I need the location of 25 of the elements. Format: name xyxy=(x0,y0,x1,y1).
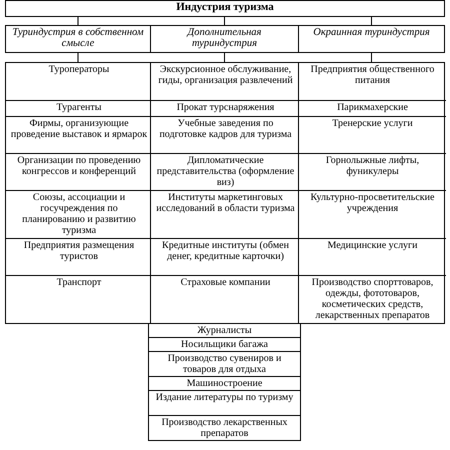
item-box: Производство сувениров и товаров для отдыха xyxy=(148,351,301,377)
category-box: Дополнительная туриндустрия xyxy=(150,25,299,53)
table-column xyxy=(298,62,445,324)
category-box: Окраинная туриндустрия xyxy=(298,25,445,53)
item-box: Производство лекарственных препаратов xyxy=(148,415,301,441)
connector-line xyxy=(224,16,225,26)
item-box: Журналисты xyxy=(148,323,301,338)
table-cell: Туроператоры xyxy=(6,63,152,100)
title-box: Индустрия туризма xyxy=(5,0,445,17)
item-box: Носильщики багажа xyxy=(148,337,301,352)
connector-line xyxy=(371,52,372,62)
table-cell: Экскурсионное обслуживание, гиды, организация развлечений xyxy=(151,63,300,100)
item-box: Машиностроение xyxy=(148,376,301,391)
table-column xyxy=(5,62,151,324)
table-cell: Тренерские услуги xyxy=(299,116,446,153)
table-cell: Медицинские услуги xyxy=(299,238,446,275)
table-cell: Производство спорттоваров, одежды, фототоваров, косметических средств, лекарственных препаратов xyxy=(299,275,446,325)
table-cell: Горнолыжные лифты, фуникулеры xyxy=(299,153,446,190)
connector-line xyxy=(371,16,372,26)
table-cell: Парикмахерские xyxy=(299,100,446,116)
connector-line xyxy=(224,52,225,62)
table-cell: Предприятия общественного питания xyxy=(299,63,446,100)
table-cell: Культурно-просветительские учреждения xyxy=(299,190,446,238)
category-box: Туриндустрия в собственном смысле xyxy=(5,25,151,53)
item-box: Издание литературы по туризму xyxy=(148,390,301,416)
